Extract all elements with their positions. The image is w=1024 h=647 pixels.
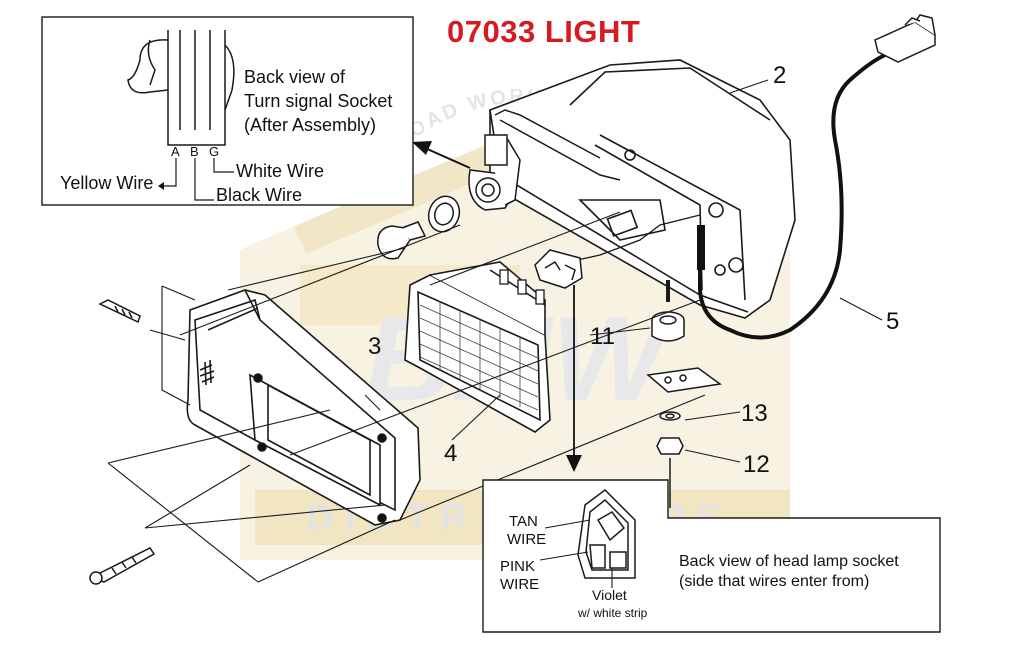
black-wire-label: Black Wire [216, 185, 303, 205]
inset-headlamp-caption-1: Back view of head lamp socket [679, 553, 899, 570]
screw-top [98, 299, 141, 324]
inset-turn-signal-caption-1: Back view of [244, 67, 346, 87]
connector-plug [874, 14, 936, 63]
violet-wire-label-1: Violet [592, 587, 627, 603]
white-wire-label: White Wire [236, 161, 325, 181]
callout-3: 3 [368, 333, 382, 360]
turn-signal-socket [468, 109, 621, 211]
callout-5: 5 [886, 308, 900, 335]
tan-wire-label-2: WIRE [507, 531, 547, 548]
pink-wire-label-2: WIRE [500, 576, 540, 593]
pin-a-label: A [171, 144, 180, 159]
callout-12: 12 [743, 451, 770, 478]
inset-headlamp-box [482, 479, 941, 633]
arrow-to-turn-signal-inset [412, 141, 471, 169]
headlamp-socket [534, 249, 583, 289]
guide-lines [107, 79, 883, 583]
violet-wire-label-2: w/ white strip [578, 606, 648, 620]
callout-13: 13 [741, 400, 768, 427]
page-title: 07033 LIGHT [447, 14, 641, 49]
inset-turn-signal-caption-3: (After Assembly) [244, 115, 377, 135]
arrow-to-headlamp-inset [566, 285, 582, 472]
bezel [186, 289, 421, 526]
inset-turn-signal-caption-2: Turn signal Socket [244, 91, 393, 111]
inset-headlamp-caption-2: (side that wires enter from) [679, 573, 870, 590]
gasket-ring [427, 195, 461, 233]
yellow-wire-label: Yellow Wire [60, 173, 154, 193]
pin-b-label: B [190, 144, 199, 159]
headlamp-terminals [499, 269, 545, 305]
tan-wire-label-1: TAN [509, 513, 538, 530]
hardware [646, 280, 722, 508]
callout-4: 4 [444, 440, 458, 467]
pin-g-label: G [209, 144, 220, 159]
housing-cable [697, 53, 886, 340]
socket-wires [554, 214, 701, 266]
screw-bottom [89, 547, 156, 585]
inset-turn-signal-box [41, 16, 414, 206]
callout-11: 11 [590, 323, 615, 350]
callout-2: 2 [773, 62, 787, 89]
bulb [377, 221, 427, 260]
pink-wire-label-1: PINK [500, 558, 536, 575]
